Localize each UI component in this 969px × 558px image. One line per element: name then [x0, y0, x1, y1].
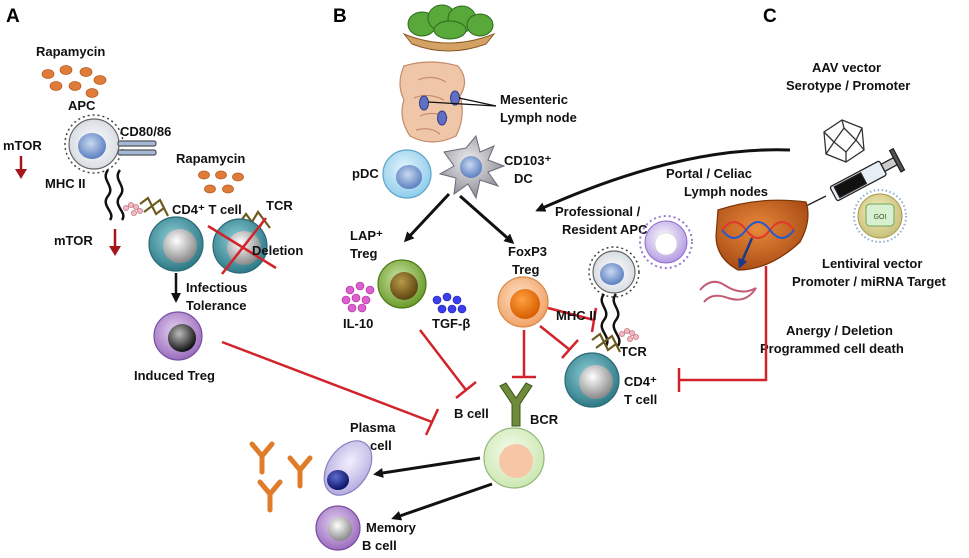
rapamycin-dots-mid [198, 170, 244, 194]
prof-apc-label-line2: Resident APC [562, 222, 648, 237]
memory-label-line1: Memory [366, 520, 417, 535]
plasma-label-line2: cell [370, 438, 392, 453]
mesenteric-label-line2: Lymph node [500, 110, 577, 125]
peptide-beads-a [123, 202, 143, 216]
arrow-dc-to-lap-treg [403, 192, 451, 243]
infectious-tolerance-line1: Infectious [186, 280, 247, 295]
lettuce-bowl-icon [402, 4, 496, 52]
tcr-zigzag-c [591, 332, 621, 353]
mesenteric-label-line1: Mesenteric [500, 92, 568, 107]
bcr-label: BCR [530, 412, 559, 427]
infectious-tolerance-line2: Tolerance [186, 298, 246, 313]
inhibition-foxp3-to-tcell [539, 325, 579, 359]
mhc-tcr-complex-a [104, 169, 125, 221]
induced-treg-label: Induced Treg [134, 368, 215, 383]
virus-genome-label: GOI [874, 214, 887, 221]
cd80-86-label: CD80/86 [120, 124, 171, 139]
b-cell [483, 427, 545, 489]
lentiviral-label-line1: Lentiviral vector [822, 256, 922, 271]
bcr-receptor [499, 382, 533, 427]
apc-cell [64, 114, 124, 174]
mhc2-label-c: MHC II [556, 308, 596, 323]
pdc-cell [382, 149, 432, 199]
tcr-label-a: TCR [266, 198, 293, 213]
inhibition-foxp3-to-apc [547, 306, 598, 333]
cd4-label-c-line2: T cell [624, 392, 657, 407]
mhc2-label-a: MHC II [45, 176, 85, 191]
inhibition-lap-to-bcell [419, 329, 477, 399]
foxp3-treg-label-line2: Treg [512, 262, 540, 277]
cd4-label-c-line1: CD4⁺ [624, 374, 657, 389]
mesenteric-lymph-nodes-icon [419, 90, 460, 126]
mesenteric-pointer-lines [427, 97, 497, 107]
cd4-t-cell-c [564, 352, 620, 408]
peptide-beads-c [619, 328, 639, 342]
il10-dots [341, 281, 375, 313]
cd80-86-receptor [117, 140, 157, 156]
cd103-label-line2: DC [514, 171, 533, 186]
cd103-label-line1: CD103⁺ [504, 153, 551, 168]
arrow-liver-down [738, 237, 754, 269]
antibodies-icon [249, 441, 313, 513]
aav-label-line2: Serotype / Promoter [786, 78, 910, 93]
plasma-label-line1: Plasma [350, 420, 396, 435]
panel-c-label: C [763, 6, 777, 27]
rapamycin-top-label: Rapamycin [36, 44, 105, 59]
dna-helix-icon [721, 221, 795, 239]
lentiviral-label-line2: Promoter / miRNA Target [792, 274, 947, 289]
prof-apc-label-line1: Professional / [555, 204, 641, 219]
inhibition-liver-to-tcell [677, 266, 768, 392]
lap-treg-label-line1: LAP⁺ [350, 228, 383, 243]
deletion-label: Deletion [252, 243, 303, 258]
rapamycin-dots-top [41, 65, 107, 98]
panel-a-label: A [6, 6, 20, 27]
mrna-strand-icon [699, 280, 757, 303]
aav-label-line1: AAV vector [812, 60, 881, 75]
panel-b-label: B [333, 6, 347, 27]
portal-label-line2: Lymph nodes [684, 184, 768, 199]
anergy-label-line1: Anergy / Deletion [786, 323, 893, 338]
anergy-label-line2: Programmed cell death [760, 341, 904, 356]
foxp3-treg-label-line1: FoxP3 [508, 244, 547, 259]
arrow-vector-to-apc [535, 148, 791, 212]
portal-label-line1: Portal / Celiac [666, 166, 752, 181]
tcr-zigzag-a [139, 196, 169, 217]
memory-label-line2: B cell [362, 538, 397, 553]
arrow-bcell-to-memory [391, 482, 493, 521]
b-cell-label: B cell [454, 406, 489, 421]
resident-apc-purple-cell [639, 215, 693, 269]
lap-treg-cell [377, 259, 427, 309]
inhibition-foxp3-to-bcell [512, 330, 536, 379]
arrow-dc-to-foxp3-treg [459, 194, 515, 244]
plasma-cell [323, 440, 373, 496]
cd4-t-cell-a [148, 216, 204, 272]
cd4-t-cell-label-a: CD4⁺ T cell [172, 202, 242, 217]
rapamycin-mid-label: Rapamycin [176, 151, 245, 166]
apc-label: APC [68, 98, 96, 113]
pdc-label: pDC [352, 166, 379, 181]
tgfb-dots [432, 292, 467, 314]
tgfb-label: TGF-β [432, 316, 470, 331]
foxp3-treg-cell [497, 276, 549, 328]
lentiviral-vector-icon: GOI [853, 189, 907, 243]
cd103-dendritic-cell [438, 134, 506, 200]
inhibition-treg-to-bcell [221, 340, 440, 436]
professional-apc-cell [588, 246, 640, 298]
mtor-top-label: mTOR [3, 138, 42, 153]
il10-label: IL-10 [343, 316, 373, 331]
mhc-tcr-complex-c [600, 293, 621, 347]
tcr-label-c: TCR [620, 344, 647, 359]
arrow-bcell-to-plasma [373, 456, 481, 478]
memory-b-cell [315, 505, 361, 551]
liver-icon [715, 199, 809, 271]
deleted-t-cell [207, 217, 277, 275]
aav-capsid-icon [823, 119, 865, 163]
induced-treg-cell [153, 311, 203, 361]
lap-treg-label-line2: Treg [350, 246, 378, 261]
mtor-mid-label: mTOR [54, 233, 93, 248]
syringe-icon [797, 147, 906, 211]
